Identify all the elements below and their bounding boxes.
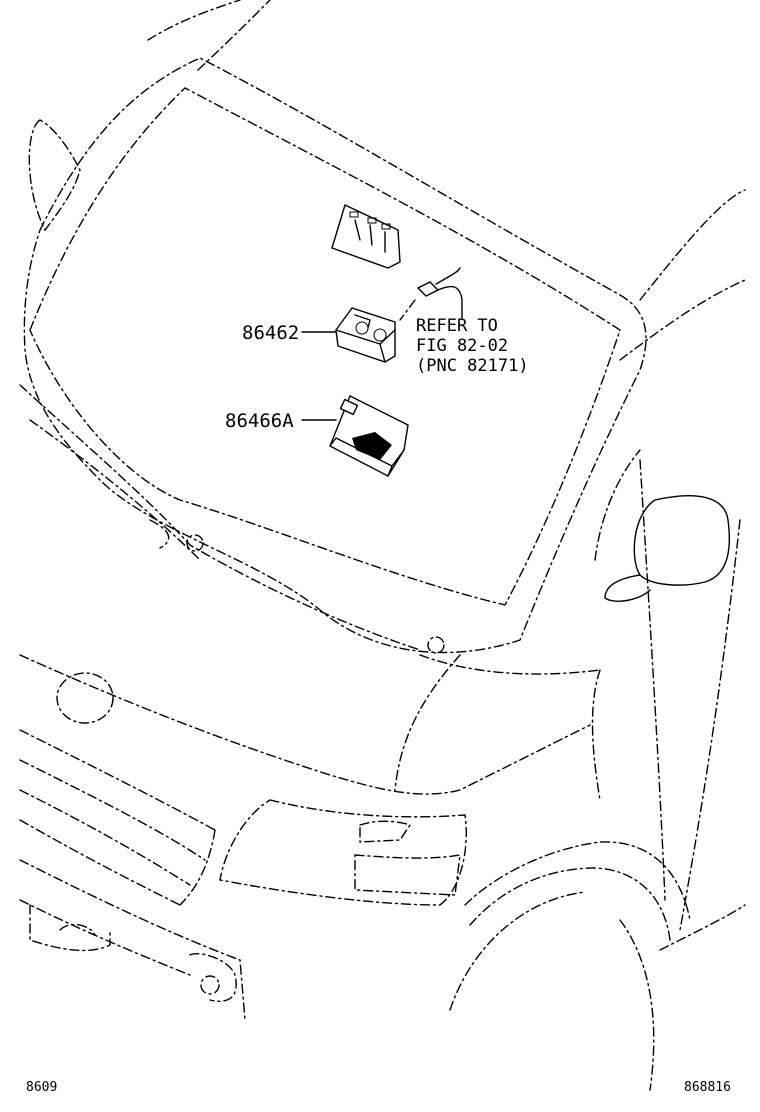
windshield-bracket [331, 204, 401, 269]
callout-86466A[interactable]: 86466A [225, 410, 294, 432]
reference-line-2[interactable]: FIG 82-02 [416, 336, 508, 356]
wire-connector [399, 267, 463, 321]
footer-left-code: 8609 [26, 1080, 57, 1095]
part-86466A[interactable] [329, 395, 409, 477]
vehicle-outline [19, 0, 746, 1091]
reference-line-3: (PNC 82171) [416, 356, 529, 376]
reference-note: REFER TO FIG 82-02 (PNC 82171) [416, 316, 529, 376]
callout-86462[interactable]: 86462 [242, 322, 299, 344]
reference-line-1: REFER TO [416, 316, 498, 336]
part-86462[interactable] [335, 307, 396, 363]
footer-right-code: 868816 [684, 1080, 731, 1095]
